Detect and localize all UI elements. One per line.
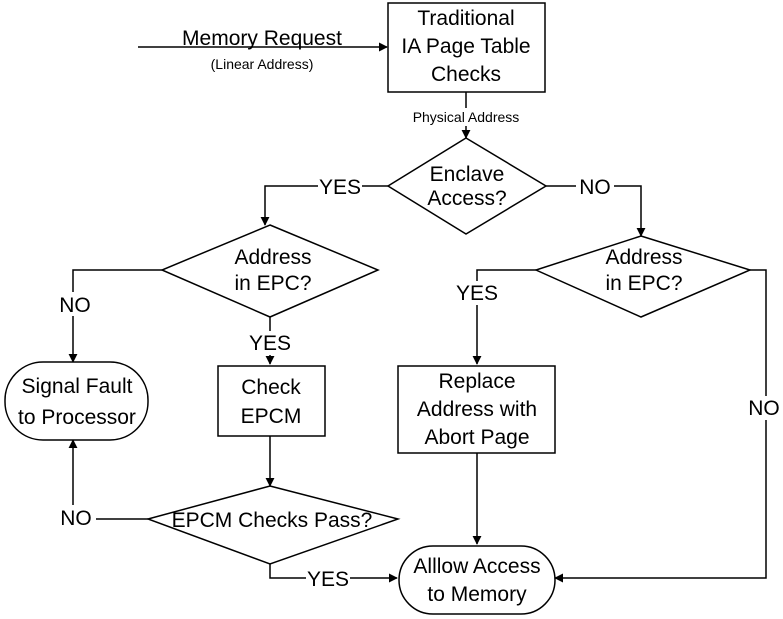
address-in-epc-left-decision [160,224,380,318]
page-table-checks-box [387,2,546,93]
address-in-epc-right-line-1: Address [605,246,682,269]
epcm-no-label-bg [56,505,96,529]
edge-epcm-yes [269,564,398,583]
page-table-checks-line-3: Checks [431,63,501,86]
signal-fault-line-2: to Processor [18,406,136,429]
allow-access-line-1: Alllow Access [413,555,540,578]
memory-request-label: Memory Request [182,27,342,50]
epcm-checks-pass-label: EPCM Checks Pass? [172,509,373,532]
allow-access-line-2: to Memory [427,583,527,606]
enclave-yes-label-bg [318,174,362,198]
left-epc-no-label: NO [59,294,91,317]
edge-right-epc-no [554,269,767,583]
signal-fault-line-1: Signal Fault [22,375,133,398]
physical-address-label: Physical Address [413,109,520,125]
left-epc-yes-label-bg [248,331,292,355]
replace-address-line-3: Abort Page [424,426,529,449]
enclave-yes-label: YES [319,176,361,199]
replace-address-box [397,365,556,454]
physical-address-label-bg [400,108,533,126]
enclave-no-label: NO [579,176,611,199]
signal-fault-terminal [4,361,149,441]
replace-address-line-2: Address with [417,398,537,421]
epcm-yes-label: YES [307,568,349,591]
page-table-checks-line-1: Traditional [417,7,514,30]
allow-access-terminal [398,545,556,615]
right-epc-no-label-bg [746,396,783,420]
address-in-epc-right-line-2: in EPC? [605,272,682,295]
check-epcm-line-2: EPCM [241,405,302,428]
replace-address-line-1: Replace [438,370,515,393]
epcm-yes-label-bg [306,567,350,591]
enclave-access-decision [386,137,548,235]
edge-left-epc-no [68,269,162,363]
edge-right-epc-yes [472,269,536,365]
linear-address-label: (Linear Address) [211,56,314,72]
right-epc-yes-label-bg [455,281,499,305]
right-epc-no-label: NO [748,397,780,420]
epcm-no-label: NO [60,507,92,530]
address-in-epc-left-line-1: Address [234,246,311,269]
page-table-checks-line-2: IA Page Table [401,35,530,58]
check-epcm-line-1: Check [241,376,301,399]
address-in-epc-left-line-2: in EPC? [234,272,311,295]
check-epcm-box [217,365,326,437]
enclave-no-label-bg [576,174,614,198]
enclave-access-line-2: Access? [427,187,506,210]
enclave-access-line-1: Enclave [430,163,505,186]
right-epc-yes-label: YES [456,282,498,305]
address-in-epc-right-decision [533,235,753,318]
left-epc-yes-label: YES [249,332,291,355]
epcm-checks-pass-decision [145,485,401,565]
left-epc-no-label-bg [57,292,93,316]
